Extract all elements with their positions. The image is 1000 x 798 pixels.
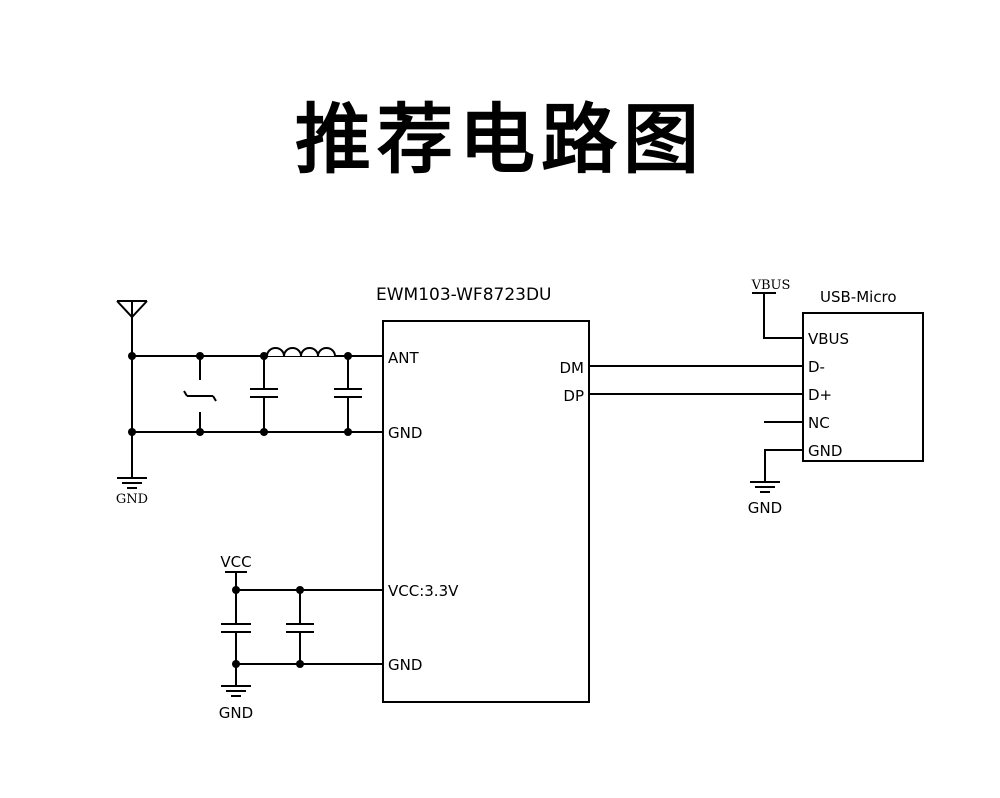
junction-dot bbox=[260, 428, 268, 436]
tvs-diode bbox=[183, 356, 217, 432]
inductor bbox=[266, 347, 336, 357]
page-title: 推荐电路图 bbox=[295, 95, 705, 184]
ground-symbol-usb bbox=[750, 481, 780, 493]
junction-dot bbox=[196, 428, 204, 436]
junction-dot bbox=[128, 428, 136, 436]
usb-pin-nc: NC bbox=[808, 414, 830, 432]
junction-dot bbox=[232, 586, 240, 594]
junction-dot bbox=[344, 352, 352, 360]
usb-pin-dminus: D- bbox=[808, 358, 825, 376]
pin-label-dm: DM bbox=[560, 359, 585, 377]
ground-symbol-power bbox=[221, 685, 251, 697]
usb-gnd-wire bbox=[764, 449, 803, 482]
junction-dot bbox=[128, 352, 136, 360]
pin-label-vcc: VCC:3.3V bbox=[388, 582, 459, 600]
junction-dot bbox=[296, 660, 304, 668]
usb-pin-vbus: VBUS bbox=[808, 330, 849, 348]
junction-dot bbox=[260, 352, 268, 360]
pin-label-gnd-power: GND bbox=[388, 656, 422, 674]
usb-connector-name: USB-Micro bbox=[820, 288, 897, 306]
ground-label-power: GND bbox=[219, 704, 253, 722]
capacitor-c4 bbox=[286, 590, 314, 664]
module-body bbox=[382, 320, 590, 703]
junction-dot bbox=[232, 660, 240, 668]
junction-dot bbox=[196, 352, 204, 360]
usb-pin-gnd: GND bbox=[808, 442, 842, 460]
capacitor-c3 bbox=[221, 590, 251, 664]
pin-label-dp: DP bbox=[563, 387, 584, 405]
ground-label-rf: GND bbox=[116, 492, 148, 507]
usb-connector-body bbox=[802, 312, 924, 462]
pin-label-gnd-rf: GND bbox=[388, 424, 422, 442]
junction-dot bbox=[344, 428, 352, 436]
ground-symbol-rf bbox=[117, 477, 147, 489]
vbus-label: VBUS bbox=[751, 278, 791, 293]
capacitor-c2 bbox=[334, 356, 362, 432]
capacitor-c1 bbox=[250, 356, 278, 432]
module-name: EWM103-WF8723DU bbox=[376, 285, 552, 305]
antenna-symbol bbox=[116, 300, 148, 356]
usb-pin-dplus: D+ bbox=[808, 386, 832, 404]
junction-dot bbox=[296, 586, 304, 594]
pin-label-ant: ANT bbox=[388, 349, 419, 367]
vcc-label: VCC bbox=[220, 553, 251, 571]
vbus-wire bbox=[763, 293, 803, 339]
ground-label-usb: GND bbox=[748, 499, 782, 517]
